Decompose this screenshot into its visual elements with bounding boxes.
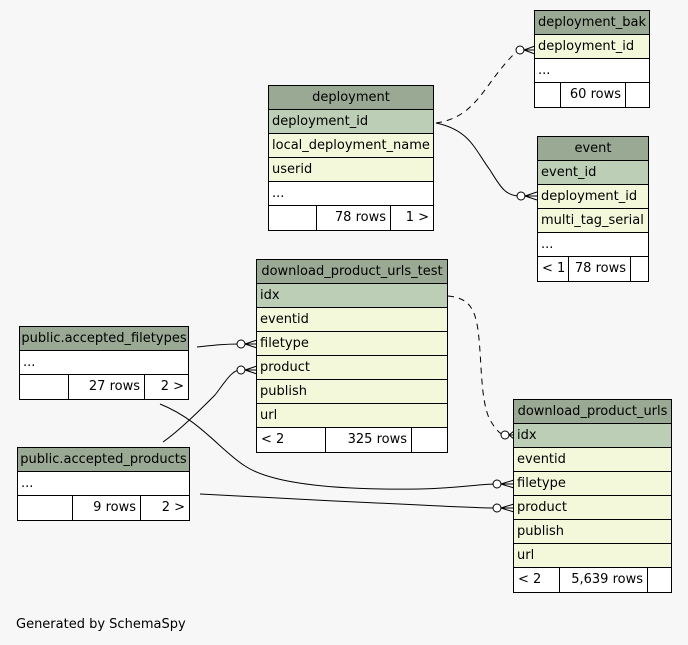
footer-parents: [18, 496, 73, 520]
table-column: publish: [257, 380, 447, 404]
edge-crowfoot: [500, 503, 515, 513]
table-header: download_product_urls_test: [257, 260, 447, 284]
footer-parents: < 1: [538, 257, 569, 281]
table-column: filetype: [257, 332, 447, 356]
table-more: ...: [269, 182, 433, 206]
footer-rows: 78 rows: [317, 206, 391, 230]
footer-rows: 9 rows: [73, 496, 141, 520]
edge-crowfoot: [244, 365, 258, 375]
edge-optional-marker: [516, 191, 526, 201]
table-footer: < 1 78 rows: [538, 257, 648, 281]
generated-by-credit: Generated by SchemaSpy: [16, 617, 186, 632]
table-footer: 9 rows 2 >: [18, 496, 189, 520]
table-column-pk: event_id: [538, 161, 648, 185]
edge-optional-marker: [515, 45, 525, 55]
edge-products-dpu: [199, 493, 497, 509]
table-column: eventid: [514, 448, 671, 472]
footer-children: [648, 568, 671, 592]
footer-parents: [20, 375, 69, 399]
table-footer: 78 rows 1 >: [269, 206, 433, 230]
table-deployment[interactable]: deployment deployment_id local_deploymen…: [268, 85, 434, 231]
table-event[interactable]: event event_id deployment_id multi_tag_s…: [537, 136, 649, 282]
table-download-product-urls[interactable]: download_product_urls idx eventid filety…: [513, 399, 672, 593]
table-column: multi_tag_serial: [538, 209, 648, 233]
table-download-product-urls-test[interactable]: download_product_urls_test idx eventid f…: [256, 259, 448, 453]
footer-parents: < 2: [257, 428, 326, 452]
table-column-pk: deployment_id: [269, 110, 433, 134]
edge-deployment-event: [435, 122, 521, 197]
edge-optional-marker: [236, 365, 246, 375]
footer-rows: 5,639 rows: [560, 568, 648, 592]
table-more: ...: [538, 233, 648, 257]
table-column: eventid: [257, 308, 447, 332]
footer-children: 2 >: [161, 500, 185, 515]
footer-children: [412, 428, 447, 452]
table-header: public.accepted_filetypes: [20, 327, 188, 351]
table-column: url: [514, 544, 671, 568]
table-column: product: [514, 496, 671, 520]
table-more: ...: [18, 472, 189, 496]
table-footer: 27 rows 2 >: [20, 375, 188, 399]
table-column: filetype: [514, 472, 671, 496]
table-header: event: [538, 137, 648, 161]
footer-parents: [535, 83, 561, 107]
table-column: product: [257, 356, 447, 380]
edge-products-dpu-test: [162, 369, 241, 443]
footer-parents: < 2: [514, 568, 560, 592]
table-header: deployment: [269, 86, 433, 110]
table-footer: < 2 5,639 rows: [514, 568, 671, 592]
edge-filetypes-dpu-test: [196, 343, 241, 348]
edge-crowfoot: [244, 339, 258, 349]
edge-crowfoot: [500, 479, 515, 489]
table-deployment-bak[interactable]: deployment_bak deployment_id ... 60 rows: [534, 10, 650, 108]
edge-optional-marker: [492, 503, 502, 513]
edge-filetypes-dpu: [159, 403, 497, 490]
table-column: userid: [269, 158, 433, 182]
footer-rows: 27 rows: [69, 375, 145, 399]
edge-crowfoot: [523, 45, 536, 55]
table-column: deployment_id: [535, 35, 649, 59]
table-footer: < 2 325 rows: [257, 428, 447, 452]
table-column: url: [257, 404, 447, 428]
footer-rows: 78 rows: [569, 257, 631, 281]
table-accepted-filetypes[interactable]: public.accepted_filetypes ... 27 rows 2 …: [19, 326, 189, 400]
edge-optional-marker: [500, 430, 510, 440]
footer-rows: 60 rows: [561, 83, 626, 107]
table-header: deployment_bak: [535, 11, 649, 35]
table-column: deployment_id: [538, 185, 648, 209]
edge-dpu-test-dpu: [447, 295, 505, 436]
footer-children: 1 >: [405, 210, 429, 225]
table-accepted-products[interactable]: public.accepted_products ... 9 rows 2 >: [17, 447, 190, 521]
footer-children: 2 >: [160, 379, 184, 394]
table-column: local_deployment_name: [269, 134, 433, 158]
table-header: public.accepted_products: [18, 448, 189, 472]
edge-optional-marker: [236, 339, 246, 349]
table-column: publish: [514, 520, 671, 544]
footer-children: [631, 257, 648, 281]
table-column-pk: idx: [257, 284, 447, 308]
footer-rows: 325 rows: [326, 428, 412, 452]
edge-deployment-deployment-bak: [435, 49, 521, 124]
footer-children: [626, 83, 649, 107]
table-footer: 60 rows: [535, 83, 649, 107]
table-header: download_product_urls: [514, 400, 671, 424]
table-more: ...: [535, 59, 649, 83]
edge-crowfoot: [524, 191, 538, 201]
edge-optional-marker: [492, 479, 502, 489]
table-more: ...: [20, 351, 188, 375]
table-column-pk: idx: [514, 424, 671, 448]
footer-parents: [269, 206, 317, 230]
